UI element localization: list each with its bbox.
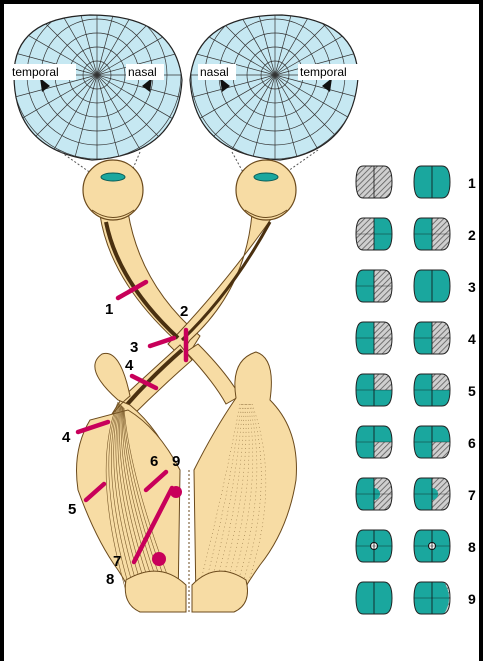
lesion-label-4a: 4 <box>125 357 134 374</box>
field-defect-right-8 <box>414 530 450 562</box>
lesion-label-1: 1 <box>105 301 113 318</box>
lesion-label-2: 2 <box>180 303 188 320</box>
lesion-label-4b: 4 <box>62 429 71 446</box>
field-defect-right-2 <box>414 218 450 250</box>
defect-row-number: 6 <box>468 435 476 451</box>
field-defect-left-7 <box>356 478 392 510</box>
field-defect-right-6 <box>414 426 450 458</box>
defect-row-number: 1 <box>468 175 476 191</box>
field-defect-left-3 <box>356 270 392 302</box>
defect-row-number: 3 <box>468 279 476 295</box>
lesion-label-5: 5 <box>68 501 76 518</box>
lesion-label-3: 3 <box>130 339 138 356</box>
field-defect-right-3 <box>414 270 450 302</box>
left-lens <box>101 173 125 181</box>
field-defect-left-2 <box>356 218 392 250</box>
field-defect-left-4 <box>356 322 392 354</box>
field-defect-right-5 <box>414 374 450 406</box>
lesion-label-7: 7 <box>113 553 121 570</box>
field-defect-left-1 <box>356 166 392 198</box>
field-defect-legend: 1 2 3 4 5 6 7 8 9 <box>356 166 476 614</box>
right-visual-field <box>165 0 385 185</box>
defect-row-number: 7 <box>468 487 476 503</box>
field-defect-right-1 <box>414 166 450 198</box>
defect-row-number: 2 <box>468 227 476 243</box>
left-visual-field <box>0 0 207 185</box>
field-defect-left-6 <box>356 426 392 458</box>
lesion-9-dot <box>170 486 182 498</box>
field-defect-left-5 <box>356 374 392 406</box>
right-lens <box>254 173 278 181</box>
right-temporal-label: temporal <box>300 65 347 79</box>
lesion-8-dot <box>152 552 166 566</box>
right-eye <box>236 160 296 220</box>
lesion-label-6: 6 <box>150 453 158 470</box>
left-temporal-label: temporal <box>12 65 59 79</box>
optic-pathway <box>77 160 297 612</box>
right-nasal-label: nasal <box>200 65 229 79</box>
field-defect-right-4 <box>414 322 450 354</box>
defect-row-number: 5 <box>468 383 476 399</box>
field-defect-right-9 <box>414 582 454 614</box>
field-defect-right-7 <box>414 478 450 510</box>
defect-row-number: 9 <box>468 591 476 607</box>
defect-row-number: 4 <box>468 331 476 347</box>
defect-row-number: 8 <box>468 539 476 555</box>
field-defect-left-9 <box>356 582 392 614</box>
left-nasal-label: nasal <box>128 65 157 79</box>
field-defect-left-8 <box>356 530 392 562</box>
lesion-label-8: 8 <box>106 571 114 588</box>
left-eye <box>83 160 143 220</box>
lesion-label-9: 9 <box>172 453 180 470</box>
